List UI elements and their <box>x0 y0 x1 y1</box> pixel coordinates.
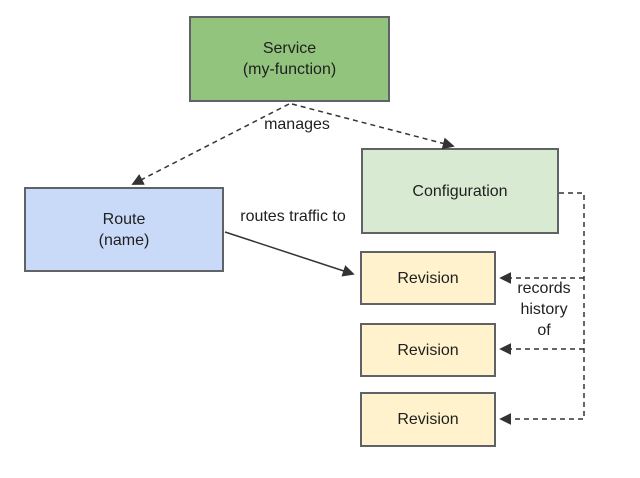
edge-route-to-revision-1 <box>224 231 355 277</box>
edge-label-routes-traffic-to: routes traffic to <box>240 208 346 225</box>
node-revision-1-title: Revision <box>397 269 459 287</box>
edge-label-manages: manages <box>264 116 330 133</box>
node-configuration-title: Configuration <box>412 182 508 200</box>
node-configuration: Configuration <box>361 148 559 234</box>
node-revision-3-title: Revision <box>397 411 459 428</box>
node-route-subtitle: (name) <box>98 231 150 249</box>
node-service-title: Service <box>262 40 317 57</box>
node-revision-3: Revision <box>360 392 496 447</box>
node-revision-2: Revision <box>360 323 496 377</box>
node-route: Route (name) <box>24 187 224 272</box>
node-service: Service (my-function) <box>189 16 390 102</box>
node-revision-2-title: Revision <box>397 341 459 359</box>
node-service-subtitle: (my-function) <box>242 61 337 78</box>
edge-label-records-history-of: records history of <box>517 280 571 339</box>
node-route-title: Route <box>102 210 146 228</box>
node-revision-1: Revision <box>360 251 496 305</box>
